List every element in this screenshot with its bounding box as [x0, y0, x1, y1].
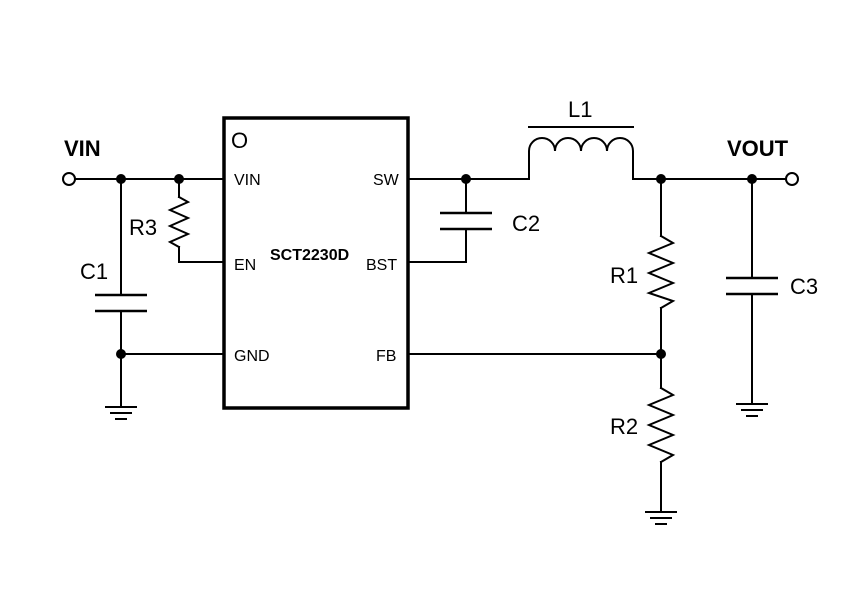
ic-part-number: SCT2230D — [270, 247, 349, 264]
capacitor-c2[interactable] — [440, 211, 492, 231]
capacitor-c1[interactable] — [95, 293, 147, 313]
pin-label-sw: SW — [373, 172, 400, 189]
pin-label-gnd: GND — [234, 348, 270, 365]
r1-label: R1 — [610, 263, 638, 288]
ground-symbol — [105, 406, 137, 420]
r2-label: R2 — [610, 414, 638, 439]
junction-dot — [461, 174, 471, 184]
c2-label: C2 — [512, 211, 540, 236]
junction-dot — [116, 349, 126, 359]
pin-label-vin: VIN — [234, 172, 261, 189]
vout-terminal[interactable] — [785, 172, 799, 186]
junction-dot — [747, 174, 757, 184]
resistor-r3[interactable] — [167, 195, 191, 249]
junction-dot — [656, 349, 666, 359]
vout-label: VOUT — [727, 136, 789, 161]
vin-terminal[interactable] — [62, 172, 76, 186]
output-net — [407, 178, 787, 513]
junction-dot — [656, 174, 666, 184]
c1-label: C1 — [80, 259, 108, 284]
pin-label-fb: FB — [376, 348, 396, 365]
junction-dot — [116, 174, 126, 184]
ground-symbol — [645, 511, 677, 525]
inductor-l1[interactable] — [528, 126, 634, 180]
l1-label: L1 — [568, 97, 592, 122]
vin-label: VIN — [64, 136, 101, 161]
junction-dot — [174, 174, 184, 184]
ic-body[interactable] — [222, 116, 410, 410]
pin-label-en: EN — [234, 257, 256, 274]
pin-label-bst: BST — [366, 257, 397, 274]
r3-label: R3 — [129, 215, 157, 240]
ground-symbol — [736, 403, 768, 417]
resistor-r1[interactable] — [646, 234, 676, 310]
pin1-marker: O — [231, 128, 248, 153]
c3-label: C3 — [790, 274, 818, 299]
input-net — [74, 178, 225, 408]
resistor-r2[interactable] — [646, 386, 676, 464]
capacitor-c3[interactable] — [726, 276, 778, 296]
